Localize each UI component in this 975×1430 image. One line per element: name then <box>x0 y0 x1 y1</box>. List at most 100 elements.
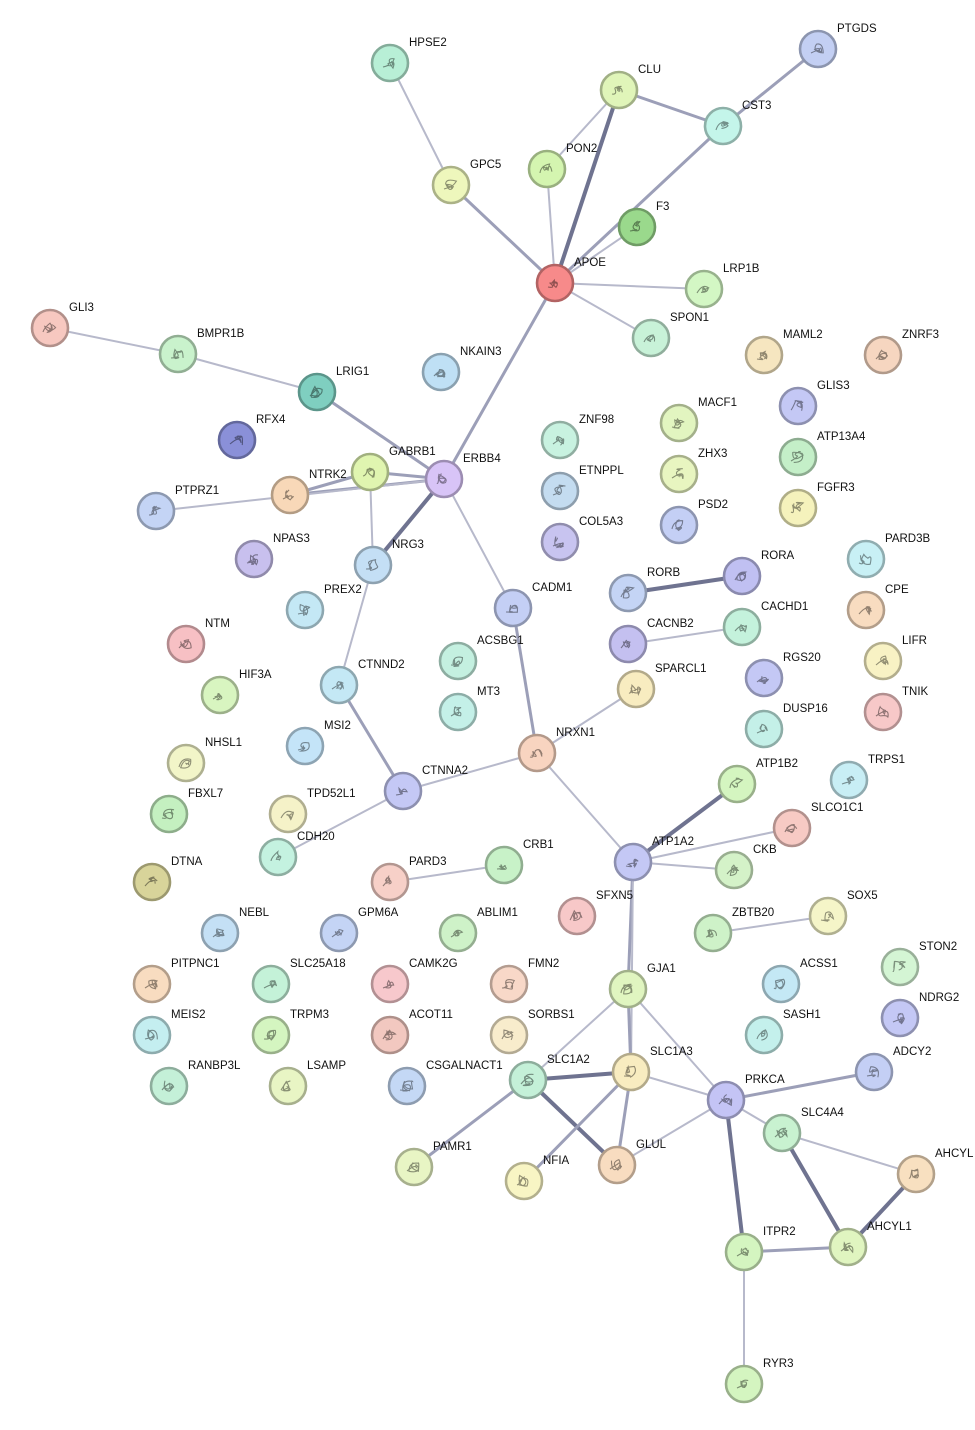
node-circle[interactable] <box>424 459 464 499</box>
node-circle[interactable] <box>387 1066 427 1106</box>
node-circle[interactable] <box>599 70 639 110</box>
node-glul[interactable]: GLUL <box>597 1139 667 1185</box>
node-f3[interactable]: F3 <box>617 201 669 247</box>
node-ctnna2[interactable]: CTNNA2 <box>383 765 468 811</box>
edge-apoe-erbb4[interactable] <box>442 281 557 481</box>
node-circle[interactable] <box>489 964 529 1004</box>
node-circle[interactable] <box>166 624 206 664</box>
node-hif3a[interactable]: HIF3A <box>200 669 272 715</box>
edge-slc1a3-nfia[interactable] <box>522 1070 633 1183</box>
node-ablim1[interactable]: ABLIM1 <box>438 907 518 953</box>
node-fmn2[interactable]: FMN2 <box>489 958 559 1004</box>
node-cst3[interactable]: CST3 <box>703 100 771 146</box>
node-circle[interactable] <box>251 964 291 1004</box>
node-circle[interactable] <box>880 998 920 1038</box>
node-nebl[interactable]: NEBL <box>200 907 270 953</box>
edge-slc1a2-glul[interactable] <box>526 1078 619 1167</box>
node-csgalnact1[interactable]: CSGALNACT1 <box>387 1060 503 1106</box>
edge-atp1b2-atp1a2[interactable] <box>631 782 739 864</box>
node-sparcl1[interactable]: SPARCL1 <box>616 663 707 709</box>
edge-slco1c1-atp1a2[interactable] <box>632 827 793 863</box>
node-circle[interactable] <box>251 1015 291 1055</box>
node-cpe[interactable]: CPE <box>846 584 909 630</box>
node-circle[interactable] <box>132 862 172 902</box>
edge-gja1-slc1a2[interactable] <box>527 988 629 1081</box>
edge-nrxn1-sparcl1[interactable] <box>536 688 637 754</box>
node-acss1[interactable]: ACSS1 <box>761 958 838 1004</box>
node-gli3[interactable]: GLI3 <box>30 302 94 348</box>
node-apoe[interactable]: APOE <box>535 257 606 303</box>
node-circle[interactable] <box>217 420 257 460</box>
node-circle[interactable] <box>30 308 70 348</box>
node-circle[interactable] <box>744 335 784 375</box>
node-cacnb2[interactable]: CACNB2 <box>608 618 694 664</box>
node-macf1[interactable]: MACF1 <box>659 397 737 443</box>
node-lifr[interactable]: LIFR <box>863 635 927 681</box>
node-circle[interactable] <box>149 794 189 834</box>
node-circle[interactable] <box>353 545 393 585</box>
node-rgs20[interactable]: RGS20 <box>744 652 821 698</box>
node-acsbg1[interactable]: ACSBG1 <box>438 635 524 681</box>
node-ahcyl[interactable]: AHCYL <box>896 1148 974 1194</box>
node-nfia[interactable]: NFIA <box>504 1155 570 1201</box>
node-ntrk2[interactable]: NTRK2 <box>270 469 347 515</box>
node-ptprz1[interactable]: PTPRZ1 <box>136 485 219 531</box>
edge-clu-apoe[interactable] <box>553 88 621 285</box>
node-slc25a18[interactable]: SLC25A18 <box>251 958 346 1004</box>
node-adcy2[interactable]: ADCY2 <box>854 1046 931 1092</box>
node-circle[interactable] <box>778 437 818 477</box>
node-zbtb20[interactable]: ZBTB20 <box>693 907 774 953</box>
edge-hpse2-gpc5[interactable] <box>389 62 452 186</box>
node-circle[interactable] <box>631 318 671 358</box>
node-zhx3[interactable]: ZHX3 <box>659 448 727 494</box>
node-circle[interactable] <box>517 733 557 773</box>
node-meis2[interactable]: MEIS2 <box>132 1009 206 1055</box>
edge-slc4a4-ahcyl1[interactable] <box>780 1131 850 1249</box>
node-circle[interactable] <box>149 1066 189 1106</box>
node-hpse2[interactable]: HPSE2 <box>370 37 447 83</box>
node-nrxn1[interactable]: NRXN1 <box>517 727 595 773</box>
node-dtna[interactable]: DTNA <box>132 856 203 902</box>
node-circle[interactable] <box>846 590 886 630</box>
node-ahcyl1[interactable]: AHCYL1 <box>828 1221 912 1267</box>
edge-atp1a2-slc1a3[interactable] <box>630 861 634 1073</box>
node-lrp1b[interactable]: LRP1B <box>684 263 760 309</box>
node-ntm[interactable]: NTM <box>166 618 230 664</box>
node-cadm1[interactable]: CADM1 <box>493 582 572 628</box>
node-tpd52l1[interactable]: TPD52L1 <box>268 788 356 834</box>
node-camk2g[interactable]: CAMK2G <box>370 958 458 1004</box>
node-cdh20[interactable]: CDH20 <box>258 831 335 877</box>
edge-cadm1-nrxn1[interactable] <box>511 606 539 755</box>
edge-ctnnd2-ctnna2[interactable] <box>337 683 405 793</box>
edge-erbb4-cadm1[interactable] <box>443 478 514 609</box>
edge-bmpr1b-lrig1[interactable] <box>177 353 318 393</box>
node-prkca[interactable]: PRKCA <box>706 1074 785 1120</box>
node-etnppl[interactable]: ETNPPL <box>540 465 624 511</box>
edge-glul-prkca[interactable] <box>616 1099 727 1166</box>
node-rorb[interactable]: RORB <box>608 567 681 613</box>
node-lrig1[interactable]: LRIG1 <box>297 366 369 412</box>
node-fgfr3[interactable]: FGFR3 <box>778 482 855 528</box>
node-circle[interactable] <box>508 1060 548 1100</box>
edge-nrxn1-atp1a2[interactable] <box>536 752 634 863</box>
node-circle[interactable] <box>350 452 390 492</box>
node-circle[interactable] <box>611 1052 651 1092</box>
node-atp1b2[interactable]: ATP1B2 <box>717 758 798 804</box>
node-circle[interactable] <box>808 896 848 936</box>
node-clu[interactable]: CLU <box>599 64 661 110</box>
node-ryr3[interactable]: RYR3 <box>724 1358 793 1404</box>
node-pard3b[interactable]: PARD3B <box>846 533 930 579</box>
node-msi2[interactable]: MSI2 <box>285 720 351 766</box>
node-bmpr1b[interactable]: BMPR1B <box>158 328 245 374</box>
node-cachd1[interactable]: CACHD1 <box>722 601 808 647</box>
node-maml2[interactable]: MAML2 <box>744 329 823 375</box>
node-trpm3[interactable]: TRPM3 <box>251 1009 329 1055</box>
node-dusp16[interactable]: DUSP16 <box>744 703 828 749</box>
node-acot11[interactable]: ACOT11 <box>370 1009 453 1055</box>
node-circle[interactable] <box>268 1066 308 1106</box>
node-circle[interactable] <box>370 1015 410 1055</box>
node-glis3[interactable]: GLIS3 <box>778 380 850 426</box>
node-col5a3[interactable]: COL5A3 <box>540 516 623 562</box>
edge-gpc5-apoe[interactable] <box>449 183 557 285</box>
node-circle[interactable] <box>540 522 580 562</box>
